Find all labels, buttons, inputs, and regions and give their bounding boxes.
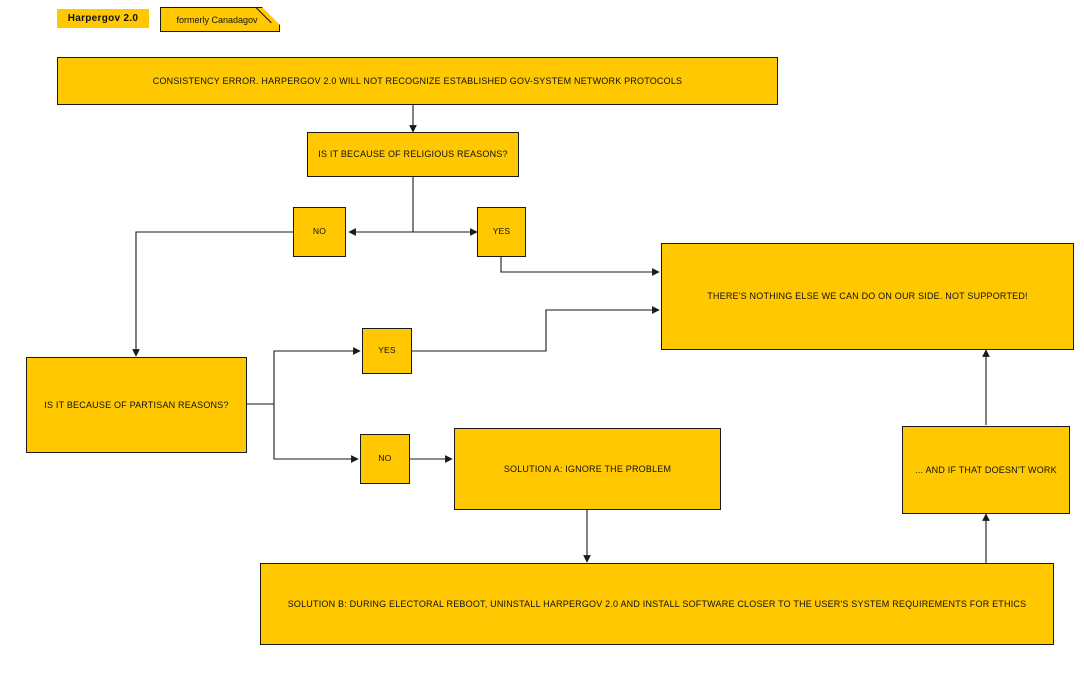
edge-partisan-yes-to-not-supported [412,306,660,352]
edge-yes-to-not-supported [500,257,660,276]
title-badge: Harpergov 2.0 [57,9,149,28]
formerly-note-label: formerly Canadagov [176,14,258,25]
node-partisan-no[interactable]: NO [360,434,410,484]
edge-partisan-to-yes [273,347,361,404]
page-fold-edge-icon [255,7,280,32]
node-religious-yes[interactable]: YES [477,207,526,257]
node-consistency-error[interactable]: CONSISTENCY ERROR. HARPERGOV 2.0 WILL NO… [57,57,778,105]
node-decision-religious[interactable]: IS IT BECAUSE OF RELIGIOUS REASONS? [307,132,519,177]
node-religious-no[interactable]: NO [293,207,346,257]
edge-no-to-partisan [132,231,293,357]
node-partisan-yes[interactable]: YES [362,328,412,374]
edge-partisan-to-no [273,404,359,463]
node-solution-b[interactable]: SOLUTION B: DURING ELECTORAL REBOOT, UNI… [260,563,1054,645]
node-solution-a[interactable]: SOLUTION A: IGNORE THE PROBLEM [454,428,721,510]
node-decision-partisan[interactable]: IS IT BECAUSE OF PARTISAN REASONS? [26,357,247,453]
node-doesnt-work[interactable]: ... AND IF THAT DOESN'T WORK [902,426,1070,514]
formerly-note-badge: formerly Canadagov [160,7,280,32]
node-not-supported[interactable]: THERE'S NOTHING ELSE WE CAN DO ON OUR SI… [661,243,1074,350]
